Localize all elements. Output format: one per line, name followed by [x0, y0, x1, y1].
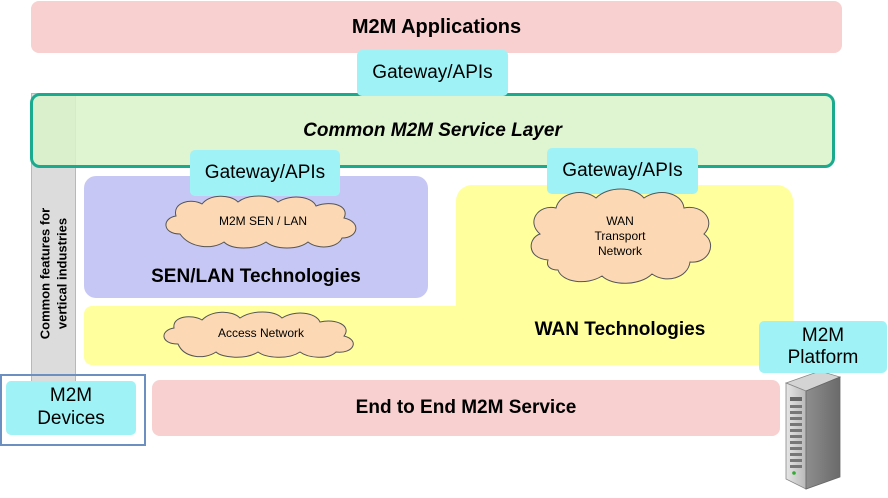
- gateway-left-label: Gateway/APIs: [204, 162, 326, 183]
- server-icon: [780, 365, 844, 493]
- m2m-platform-box: M2M Platform: [759, 321, 887, 373]
- end-to-end-label: End to End M2M Service: [355, 397, 577, 418]
- common-features-line2: vertical industries: [54, 217, 69, 330]
- m2m-devices-line2: Devices: [37, 408, 105, 429]
- m2m-applications-label: M2M Applications: [351, 15, 522, 38]
- common-features-line1: Common features for: [37, 207, 53, 340]
- wan-cloud-shape: [530, 188, 711, 284]
- wan-cloud-line3: Network: [597, 243, 642, 258]
- common-service-layer: Common M2M Service Layer: [30, 93, 835, 168]
- access-network-label: Access Network: [217, 325, 305, 340]
- m2m-platform-line1: M2M: [801, 325, 845, 347]
- m2m-applications-bar: M2M Applications: [31, 1, 842, 53]
- gateway-apis-top: Gateway/APIs: [357, 50, 508, 96]
- gateway-right-label: Gateway/APIs: [562, 160, 683, 181]
- sen-lan-cloud-label: M2M SEN / LAN: [218, 213, 308, 228]
- wan-cloud-line1: WAN: [606, 213, 634, 228]
- m2m-devices-box: M2M Devices: [6, 381, 136, 435]
- m2m-devices-line1: M2M: [49, 385, 93, 407]
- m2m-platform-line2: Platform: [787, 347, 859, 368]
- gateway-apis-sen: Gateway/APIs: [190, 150, 340, 196]
- sen-lan-cloud: M2M SEN / LAN: [158, 192, 368, 250]
- access-network-cloud: Access Network: [156, 308, 366, 358]
- gateway-top-label: Gateway/APIs: [372, 62, 493, 83]
- end-to-end-service-bar: End to End M2M Service: [152, 380, 780, 436]
- sen-lan-technologies-label: SEN/LAN Technologies: [151, 266, 361, 287]
- access-network-cloud-shape: [163, 311, 354, 358]
- wan-cloud-line2: Transport: [594, 228, 646, 243]
- wan-cloud-label: WAN Transport Network: [522, 186, 718, 286]
- service-layer-label: Common M2M Service Layer: [303, 119, 562, 141]
- wan-cloud: WAN Transport Network: [522, 186, 718, 286]
- gateway-apis-wan: Gateway/APIs: [547, 148, 698, 194]
- wan-technologies-label: WAN Technologies: [534, 319, 706, 340]
- sen-lan-cloud-shape: [165, 195, 357, 249]
- m2m-devices-frame: [0, 374, 146, 446]
